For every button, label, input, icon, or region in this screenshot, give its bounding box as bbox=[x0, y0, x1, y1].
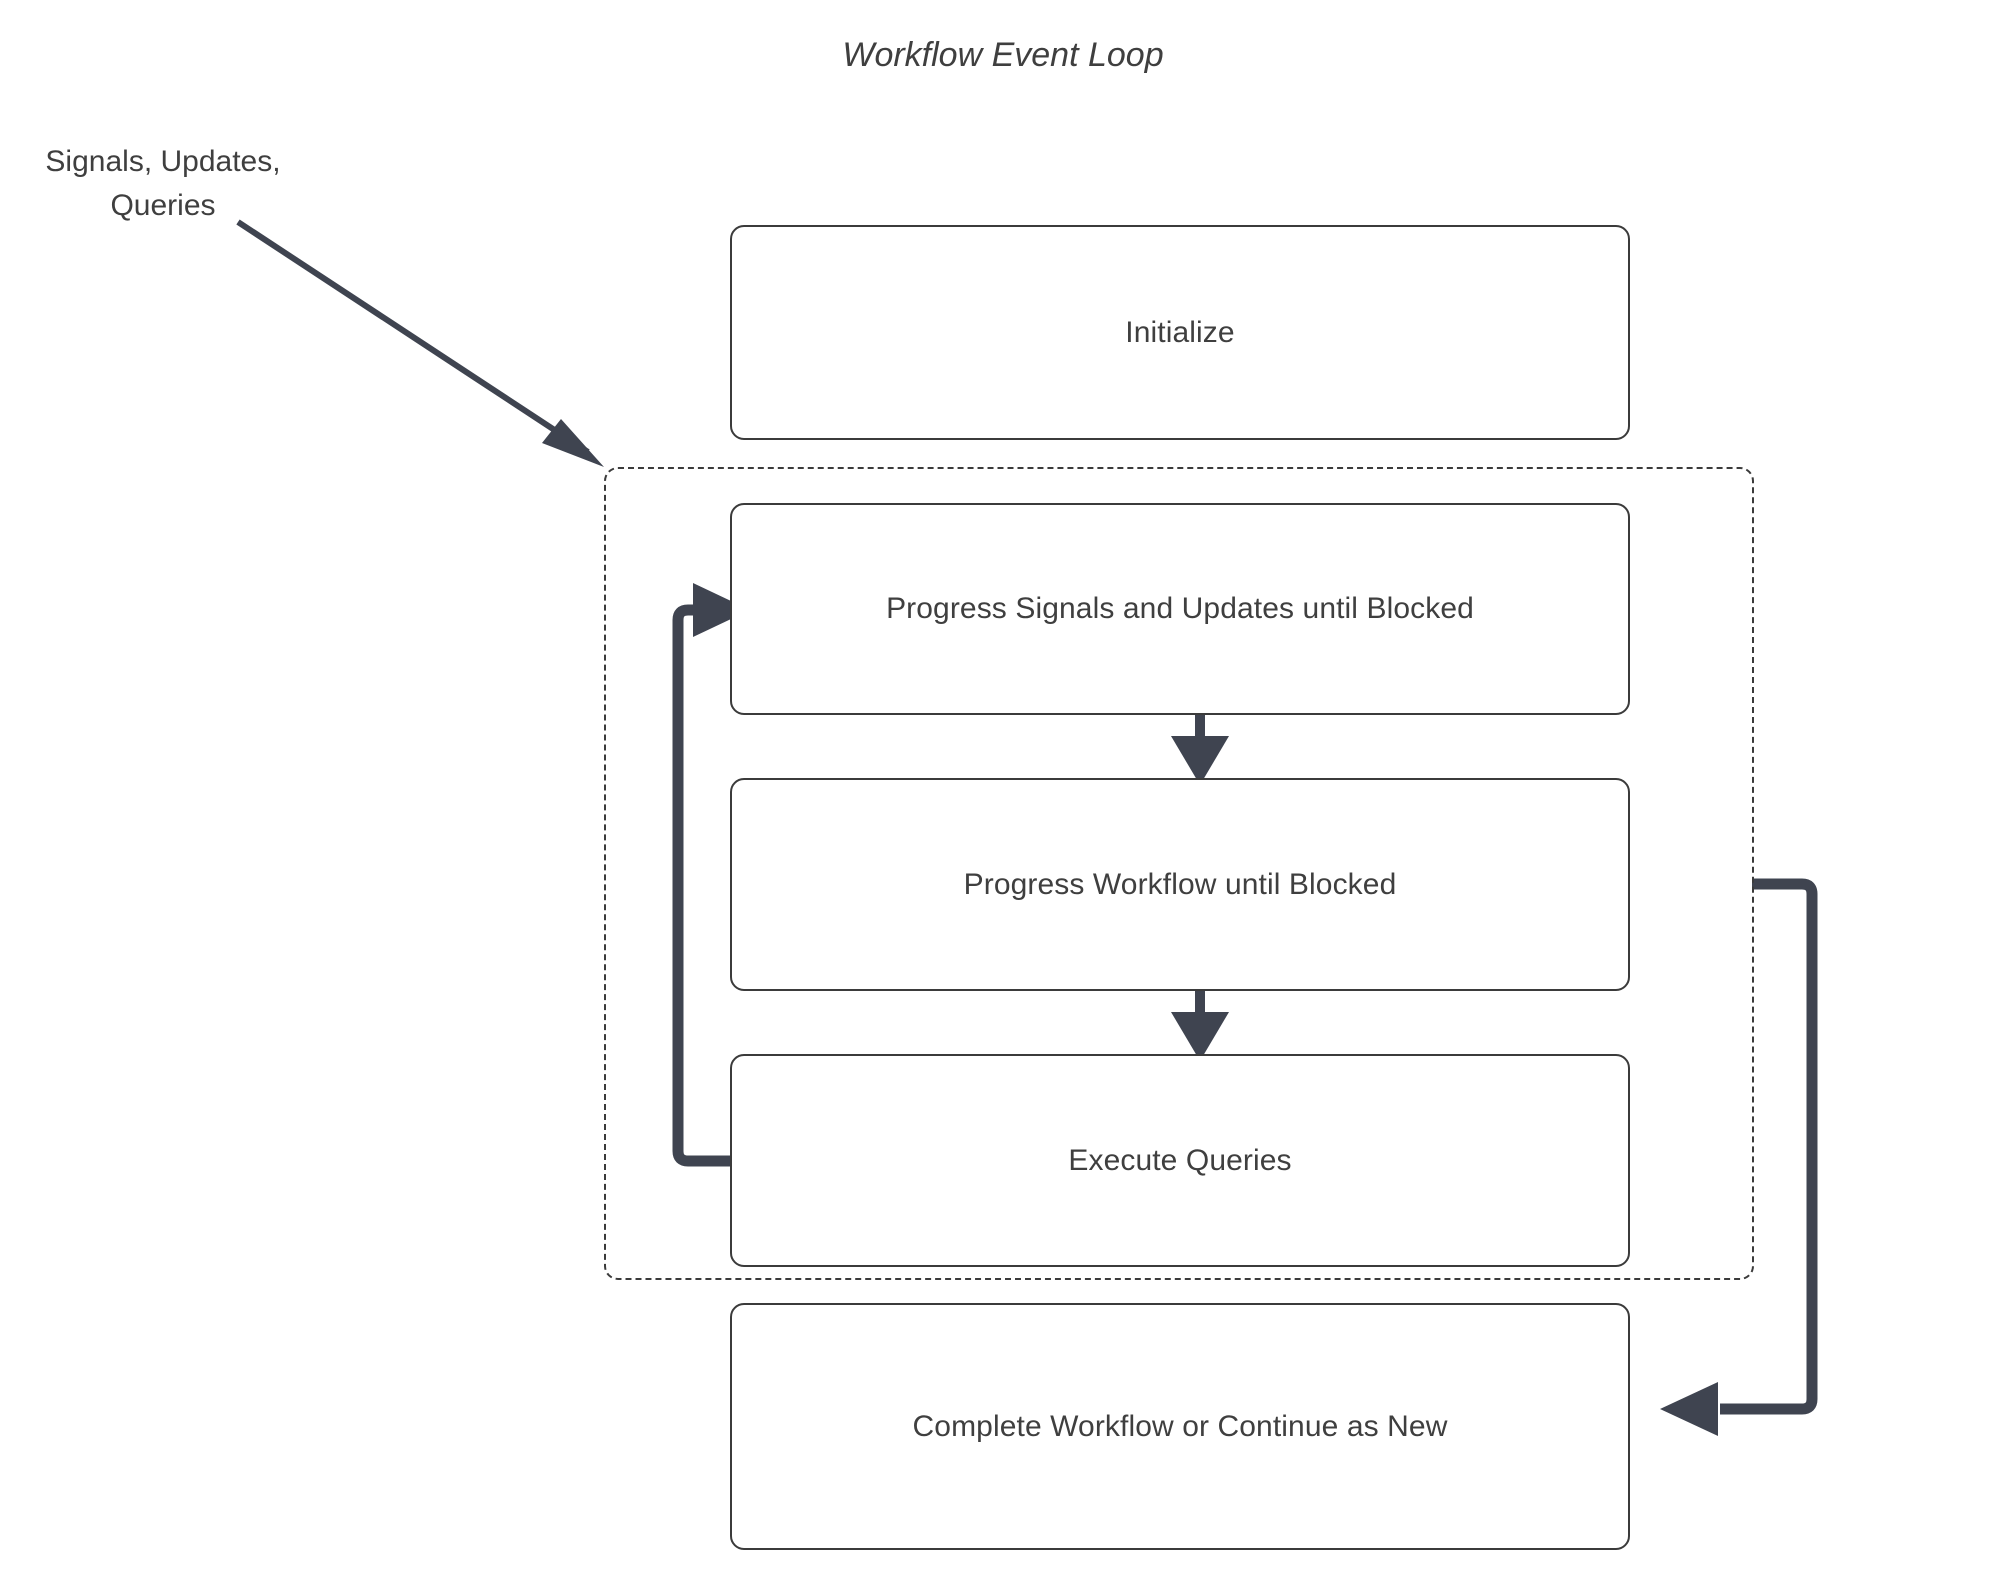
node-complete-workflow[interactable]: Complete Workflow or Continue as New bbox=[730, 1303, 1630, 1550]
node-progress-signals[interactable]: Progress Signals and Updates until Block… bbox=[730, 503, 1630, 715]
edge-workflow-to-queries bbox=[1171, 991, 1229, 1061]
node-complete-workflow-label: Complete Workflow or Continue as New bbox=[912, 1409, 1448, 1443]
edge-queries-back-to-signals bbox=[672, 583, 750, 1167]
node-progress-workflow[interactable]: Progress Workflow until Blocked bbox=[730, 778, 1630, 991]
node-execute-queries[interactable]: Execute Queries bbox=[730, 1054, 1630, 1267]
edge-loop-to-complete bbox=[1660, 878, 1818, 1436]
external-input-line-1: Signals, Updates, bbox=[45, 145, 281, 178]
node-initialize-label: Initialize bbox=[1125, 315, 1235, 349]
external-input-line-2: Queries bbox=[110, 189, 216, 222]
edge-signals-to-workflow bbox=[1171, 715, 1229, 785]
node-execute-queries-label: Execute Queries bbox=[1068, 1143, 1292, 1177]
node-progress-workflow-label: Progress Workflow until Blocked bbox=[963, 867, 1397, 901]
edge-external-to-loop bbox=[236, 219, 604, 467]
page-title: Workflow Event Loop bbox=[842, 36, 1164, 74]
event-loop-group bbox=[604, 467, 1754, 1280]
node-initialize[interactable]: Initialize bbox=[730, 225, 1630, 440]
external-input-label: Signals, Updates, Queries bbox=[18, 140, 308, 228]
node-progress-signals-label: Progress Signals and Updates until Block… bbox=[886, 592, 1474, 625]
